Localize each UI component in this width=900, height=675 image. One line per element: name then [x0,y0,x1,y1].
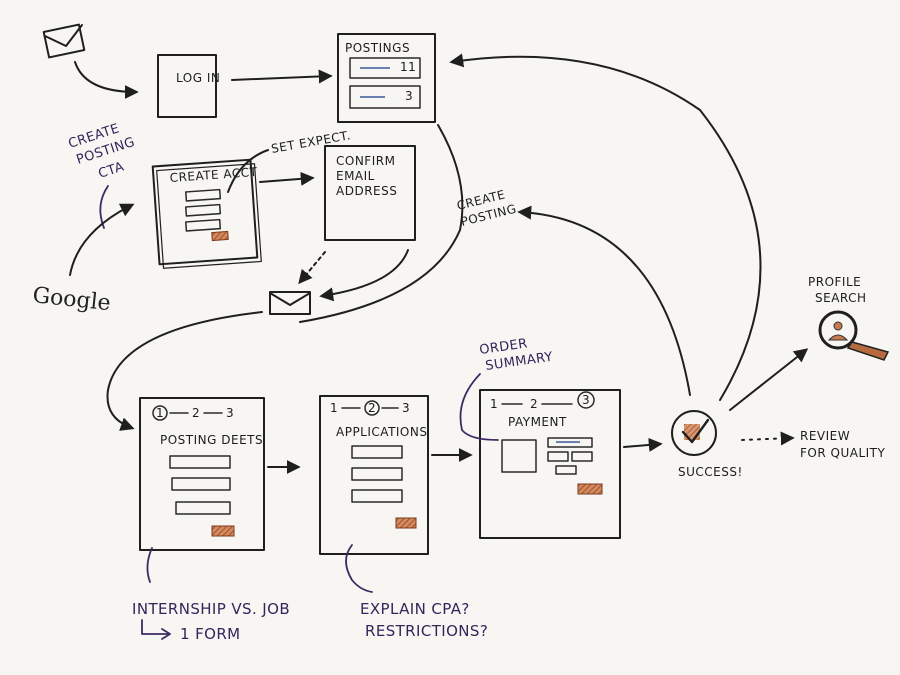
create-account-screen: CREATE ACCT [151,158,262,269]
payment-screen: 1 2 3 PAYMENT [479,389,621,539]
svg-text:2: 2 [530,397,538,411]
payment-title: PAYMENT [508,415,567,429]
svg-text:1: 1 [490,397,498,411]
success-badge: SUCCESS! [671,410,743,479]
svg-text:PROFILE: PROFILE [808,275,861,289]
svg-text:EXPLAIN CPA?: EXPLAIN CPA? [360,600,470,618]
svg-text:FOR QUALITY: FOR QUALITY [800,446,885,460]
envelope-icon [42,23,86,59]
arrow-confirm-to-envelope [298,251,326,285]
arrow-create-acct-to-confirm [259,171,315,186]
arrow-success-to-postings [449,53,762,401]
arrow-success-to-create-posting [517,205,691,396]
posting-deets-title: POSTING DEETS [160,433,263,447]
login-screen: LOG IN [157,54,220,118]
internship-note: INTERNSHIP VS. JOB 1 FORM [132,547,290,643]
confirm-email-screen: CONFIRM EMAIL ADDRESS [324,145,416,241]
svg-text:2: 2 [192,406,200,420]
svg-text:INTERNSHIP VS. JOB: INTERNSHIP VS. JOB [132,600,290,618]
applications-screen: 1 2 3 APPLICATIONS [319,395,429,555]
postings-count-1: 11 [400,60,416,74]
set-expect-pointer [227,149,269,193]
arrow-login-to-postings [231,69,333,84]
svg-text:RESTRICTIONS?: RESTRICTIONS? [365,622,488,640]
svg-text:SEARCH: SEARCH [815,291,867,305]
posting-details-screen: 1 2 3 POSTING DEETS [139,397,265,551]
login-label: LOG IN [176,71,220,85]
applications-title: APPLICATIONS [336,425,427,439]
svg-text:3: 3 [582,393,590,407]
envelope-icon-2 [269,291,311,315]
svg-text:2: 2 [368,401,376,415]
svg-text:EMAIL: EMAIL [336,169,375,183]
arrow-payment-to-success [623,437,663,452]
arrow-google-to-create-acct [69,203,135,276]
review-quality-note: REVIEW FOR QUALITY [800,429,885,460]
arrow-success-to-profile-search [729,348,809,411]
svg-text:CONFIRM: CONFIRM [336,154,395,168]
arrow-confirm-to-envelope-2 [319,249,409,302]
svg-text:REVIEW: REVIEW [800,429,850,443]
arrow-envelope-to-login [74,61,139,99]
svg-text:3: 3 [226,406,234,420]
arrow-envelope-to-posting-deets [106,311,263,431]
postings-count-2: 3 [405,89,413,103]
arrow-success-to-review [741,431,795,446]
svg-text:1: 1 [156,406,164,420]
success-label: SUCCESS! [678,465,743,479]
create-acct-title: CREATE ACCT [169,165,258,185]
svg-text:ORDER: ORDER [478,336,528,358]
svg-text:ADDRESS: ADDRESS [336,184,397,198]
magnifier-icon [818,310,890,361]
svg-text:3: 3 [402,401,410,415]
postings-screen: POSTINGS 11 3 [337,33,436,123]
profile-search: PROFILE SEARCH [808,275,890,361]
cta-restrictions-note: EXPLAIN CPA? RESTRICTIONS? [345,544,488,640]
svg-text:1: 1 [330,401,338,415]
postings-title: POSTINGS [345,41,410,55]
arrow-postings-to-posting-deets [299,124,464,323]
svg-text:1 FORM: 1 FORM [180,625,241,643]
